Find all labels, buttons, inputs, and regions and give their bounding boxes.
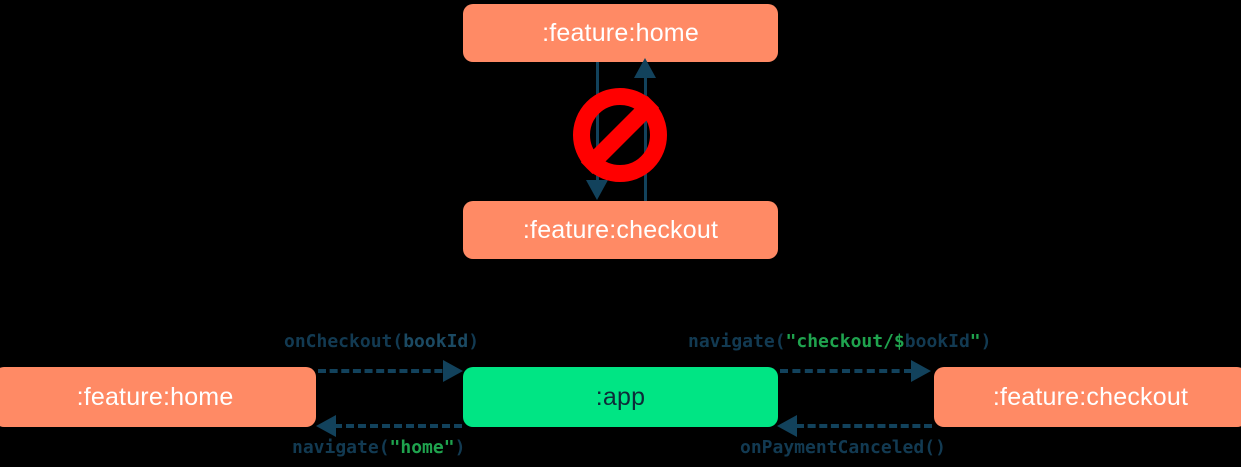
edge-app-to-home-line	[334, 424, 462, 428]
code-token: onPaymentCanceled()	[740, 437, 946, 458]
node-label: :feature:home	[542, 18, 699, 47]
node-feature-checkout-bottom: :feature:checkout	[934, 367, 1241, 427]
node-label: :feature:checkout	[522, 215, 719, 244]
prohibited-icon	[573, 88, 667, 182]
edge-label-app-to-checkout: navigate("checkout/$bookId")	[688, 331, 991, 352]
code-token: bookId	[403, 331, 469, 352]
edge-home-to-app-arrowhead	[443, 360, 463, 382]
node-feature-checkout-top: :feature:checkout	[463, 201, 778, 259]
code-token: navigate(	[688, 331, 786, 352]
edge-home-to-app-line	[318, 369, 454, 373]
edge-checkout-to-app-line	[796, 424, 932, 428]
code-token: "	[969, 331, 981, 352]
node-feature-home-bottom: :feature:home	[0, 367, 316, 427]
code-token: )	[454, 437, 466, 458]
node-feature-home-top: :feature:home	[463, 4, 778, 62]
edge-label-checkout-to-app: onPaymentCanceled()	[740, 437, 946, 458]
code-token: )	[980, 331, 992, 352]
edge-app-to-checkout-arrowhead	[911, 360, 931, 382]
edge-app-to-home-arrowhead	[316, 415, 336, 437]
code-token: onCheckout(	[284, 331, 404, 352]
edge-checkout-to-home-arrowhead	[634, 58, 656, 78]
edge-label-app-to-home: navigate("home")	[292, 437, 465, 458]
node-label: :feature:home	[76, 382, 234, 411]
code-token: navigate(	[292, 437, 390, 458]
edge-checkout-to-app-arrowhead	[777, 415, 797, 437]
code-token: "home"	[389, 437, 455, 458]
edge-home-to-checkout-arrowhead	[586, 180, 608, 200]
code-token: bookId	[904, 331, 970, 352]
node-label: :feature:checkout	[992, 382, 1189, 411]
code-token: )	[468, 331, 480, 352]
node-label: :app	[595, 382, 646, 411]
edge-app-to-checkout-line	[780, 369, 912, 373]
node-app: :app	[463, 367, 778, 427]
code-token: "checkout/$	[785, 331, 905, 352]
edge-label-home-to-app: onCheckout(bookId)	[284, 331, 479, 352]
